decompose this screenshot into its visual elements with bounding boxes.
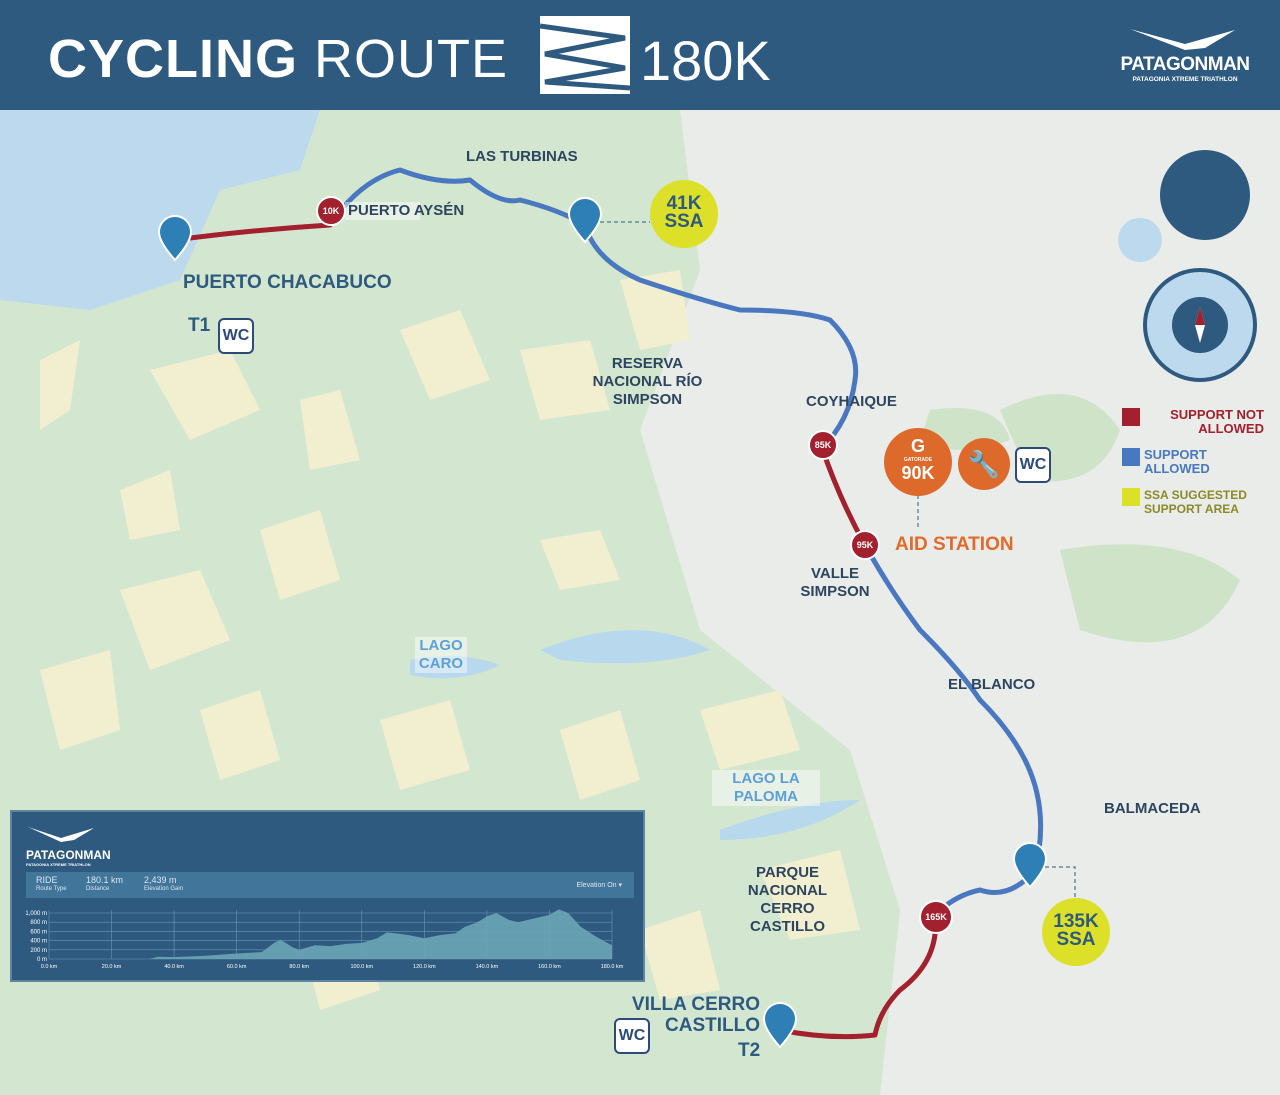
wrench-icon: 🔧 [958,438,1010,490]
label-balmaceda: BALMACEDA [1104,800,1201,817]
label-lago-la-paloma: LAGO LA PALOMA [712,770,820,806]
legend-support-not-allowed: SUPPORT NOT ALLOWED [1122,408,1264,436]
label-t2: T2 [738,1040,761,1061]
x-tick-label: 80.0 km [289,964,309,970]
km-marker-85k: 85K [808,430,838,460]
y-tick-label: 200 m [30,948,47,954]
route-support-not-allowed [777,912,939,1040]
x-tick-label: 120.0 km [413,964,436,970]
compass [1143,268,1257,382]
label-coyhaique: COYHAIQUE [806,393,897,410]
globe-icon [1118,150,1250,262]
map-canvas [0,110,1280,1095]
y-tick-label: 1,000 m [25,911,47,917]
x-tick-label: 100.0 km [350,964,373,970]
label-puerto-chacabuco: PUERTO CHACABUCO [183,272,392,293]
wc-icon: WC [218,318,254,354]
route-support-allowed [327,167,859,451]
label-el-blanco: EL BLANCO [948,676,1036,693]
label-t1: T1 [188,315,211,336]
wc-icon: WC [614,1018,650,1054]
x-tick-label: 40.0 km [164,964,184,970]
x-tick-label: 0.0 km [41,964,58,970]
legend-support-allowed: SUPPORT ALLOWED [1122,448,1222,476]
label-las-turbinas: LAS TURBINAS [466,148,578,165]
label-parque: PARQUE NACIONAL CERRO CASTILLO [747,864,828,935]
y-tick-label: 800 m [30,920,47,926]
label-reserva: RESERVA NACIONAL RÍO SIMPSON [592,355,703,408]
route-support-allowed [862,542,1044,918]
zigzag-logo-icon [540,16,630,94]
x-tick-label: 60.0 km [227,964,247,970]
legend-ssa: SSA SUGGESTED SUPPORT AREA [1122,488,1262,516]
elevation-area [49,909,612,959]
km-marker-95k: 95K [850,530,880,560]
elevation-chart: 0 m 200 m 400 m 600 m 800 m 1,000 m 0.0 km 20.0… [25,909,624,970]
pin-icon [762,1002,798,1049]
km-marker-10k: 10K [316,196,346,226]
y-tick-label: 400 m [30,939,47,945]
label-lago-caro: LAGO CARO [415,637,467,673]
pin-icon [1012,842,1048,889]
route-support-not-allowed [172,222,333,243]
pin-icon [157,215,193,262]
elevation-toggle[interactable]: Elevation On ▾ [576,882,622,889]
condor-icon [28,827,94,842]
page-title: CYCLING ROUTE [48,29,509,89]
x-tick-label: 160.0 km [538,964,561,970]
x-tick-label: 140.0 km [476,964,499,970]
aid-station-label: AID STATION [895,534,1014,555]
x-tick-label: 180.0 km [601,964,624,970]
label-puerto-aysen: PUERTO AYSÉN [345,202,464,220]
km-marker-165k: 165K [919,900,953,934]
label-villa-cerro-castillo: VILLA CERRO CASTILLO [631,994,760,1036]
pin-icon [567,197,603,244]
wc-icon: WC [1015,447,1051,483]
y-tick-label: 0 m [37,957,47,963]
condor-icon [1130,29,1235,50]
label-valle-simpson: VALLE SIMPSON [800,565,870,600]
y-tick-label: 600 m [30,929,47,935]
route-distance: 180K [640,29,771,92]
x-tick-label: 20.0 km [102,964,122,970]
